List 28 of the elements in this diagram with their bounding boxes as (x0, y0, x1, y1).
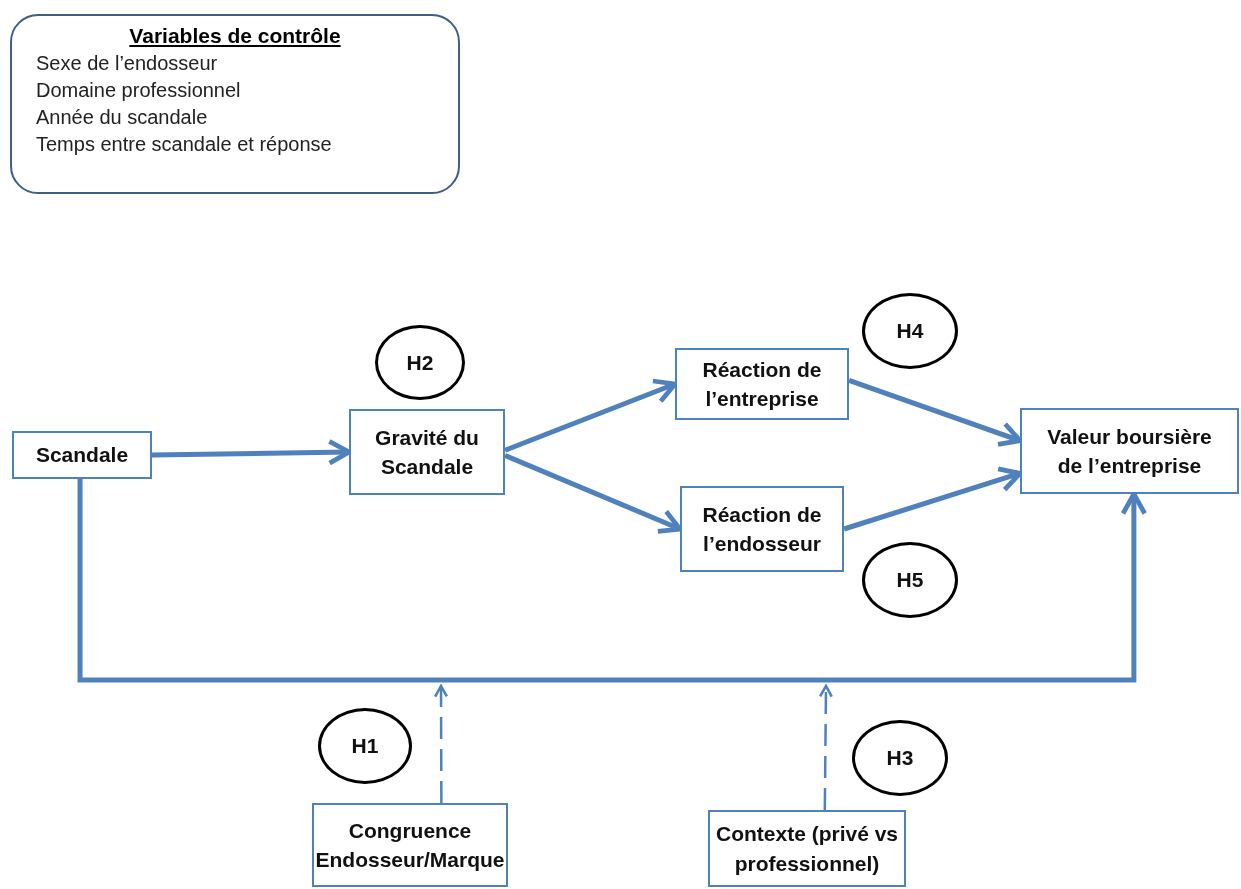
hypothesis-label: H3 (886, 745, 914, 772)
control-variables-panel (10, 14, 460, 194)
box-label: Scandale (35, 442, 129, 469)
box-label: Congruence Endosseur/Marque (314, 817, 506, 873)
list-item: Domaine professionnel (36, 78, 241, 104)
list-item: Temps entre scandale et réponse (36, 132, 332, 158)
panel-heading: Variables de contrôle (129, 23, 341, 49)
list-item: Année du scandale (36, 105, 208, 131)
construct-box (12, 431, 152, 479)
box-label: Réaction de l’endosseur (701, 501, 823, 557)
hypothesis-label: H1 (351, 733, 379, 760)
list-item: Sexe de l’endosseur (36, 51, 218, 77)
arrow (77, 479, 1148, 683)
hypothesis-label: H2 (406, 349, 434, 376)
dashed-arrow (818, 684, 833, 810)
construct-box (708, 810, 906, 887)
construct-box (312, 803, 508, 887)
box-label: Valeur boursière de l’entreprise (1046, 423, 1213, 479)
box-label: Gravité du Scandale (374, 424, 480, 480)
construct-box (349, 409, 505, 495)
hypothesis-label: H4 (896, 318, 924, 345)
box-label: Contexte (privé vs professionnel) (714, 821, 900, 877)
construct-box (680, 486, 844, 572)
box-label: Réaction de l’entreprise (701, 356, 823, 412)
construct-box (675, 348, 849, 420)
construct-box (1020, 408, 1239, 494)
dashed-arrow (433, 684, 449, 803)
hypothesis-label: H5 (896, 567, 924, 594)
